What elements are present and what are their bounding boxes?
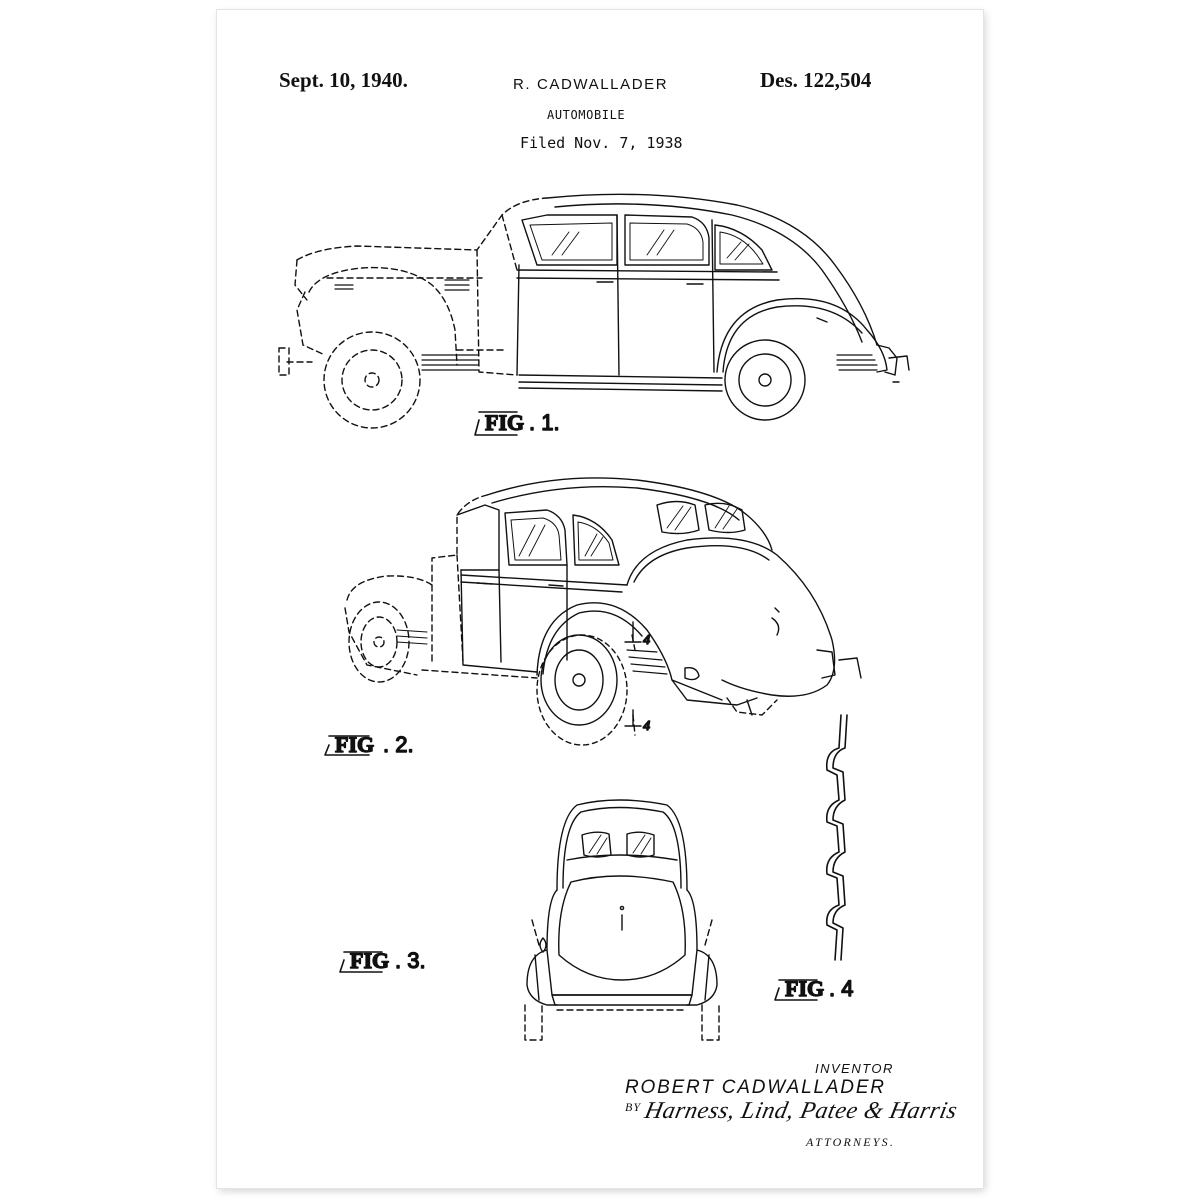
inventor-header: R. CADWALLADER: [513, 76, 669, 93]
patent-date: Sept. 10, 1940.: [279, 68, 408, 92]
attorneys-label: ATTORNEYS.: [806, 1135, 896, 1149]
section-mark-lower: 4: [643, 718, 650, 733]
figure-1-label: FIG: [485, 410, 524, 435]
by-label: BY: [625, 1100, 642, 1114]
attorneys-signature: Harness, Lind, Patee & Harris: [642, 1098, 960, 1124]
figure-2-label: FIG: [335, 732, 374, 757]
figure-3-number: . 3.: [395, 948, 426, 973]
section-mark-upper: 4: [643, 632, 650, 647]
patent-sheet: Sept. 10, 1940. R. CADWALLADER Des. 122,…: [217, 10, 983, 1188]
figure-1-number: . 1.: [529, 410, 560, 435]
patent-number: Des. 122,504: [760, 68, 872, 92]
figure-3-rear-view: [339, 799, 720, 1041]
figure-3-label: FIG: [350, 948, 389, 973]
patent-subject: AUTOMOBILE: [547, 108, 626, 122]
figure-4-number: . 4: [829, 976, 853, 1001]
inventor-label: INVENTOR: [815, 1061, 894, 1076]
inventor-name: ROBERT CADWALLADER: [625, 1077, 886, 1098]
figure-4-label: FIG: [785, 976, 824, 1001]
figure-1-side-view: [278, 193, 910, 436]
figure-2-rear-quarter-view: [324, 477, 862, 756]
figure-4-section-view: [774, 714, 848, 1001]
patent-drawing: FIG . 1. FIG . 2. FIG . 3. FIG . 4 4 4: [278, 193, 910, 1041]
filed-date: Filed Nov. 7, 1938: [520, 134, 683, 152]
figure-2-number: . 2.: [383, 732, 414, 757]
